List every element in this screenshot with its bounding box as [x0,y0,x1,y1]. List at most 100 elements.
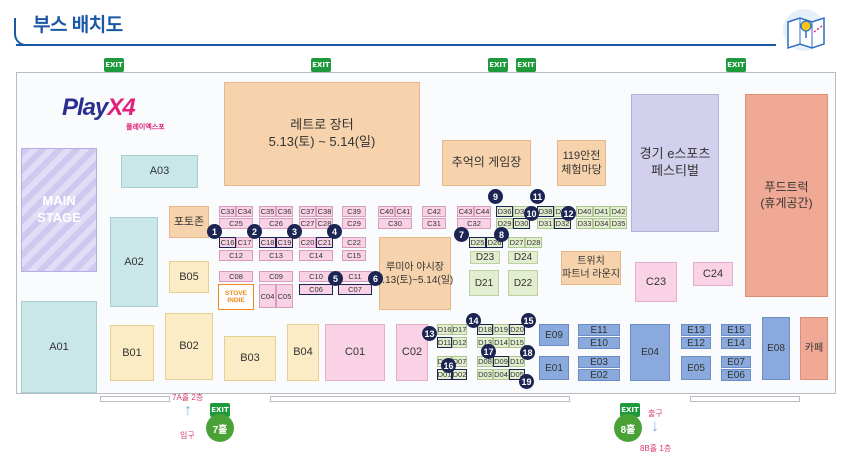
marker-6[interactable]: 6 [368,271,383,286]
booth-e09[interactable]: E09 [539,324,569,346]
booth-c34[interactable]: C34 [236,206,253,217]
booth-c19[interactable]: C19 [276,237,293,248]
marker-17[interactable]: 17 [481,344,496,359]
zone-twitch-lounge[interactable]: 트위치 파트너 라운지 [561,251,621,285]
booth-d27[interactable]: D27 [508,237,525,248]
marker-10[interactable]: 10 [524,206,539,221]
booth-c12[interactable]: C12 [219,250,253,261]
booth-d16[interactable]: D16 [437,324,452,335]
booth-c33[interactable]: C33 [219,206,236,217]
booth-a02[interactable]: A02 [110,217,158,307]
booth-e12[interactable]: E12 [681,337,711,349]
booth-b03[interactable]: B03 [224,336,276,381]
booth-d23[interactable]: D23 [470,251,500,264]
booth-c44[interactable]: C44 [474,206,491,217]
zone-retro-market[interactable]: 레트로 장터 5.13(토) ~ 5.14(일) [224,82,420,186]
booth-c15[interactable]: C15 [342,250,366,261]
booth-b01[interactable]: B01 [110,325,154,381]
booth-d30[interactable]: D30 [513,218,530,229]
booth-d34[interactable]: D34 [593,218,610,229]
booth-e08[interactable]: E08 [762,317,790,380]
marker-19[interactable]: 19 [519,374,534,389]
booth-e06[interactable]: E06 [721,369,751,381]
booth-c06[interactable]: C06 [299,284,333,295]
booth-c36[interactable]: C36 [276,206,293,217]
booth-c05[interactable]: C05 [276,284,293,308]
booth-e05[interactable]: E05 [681,356,711,380]
booth-d02[interactable]: D02 [452,369,467,380]
booth-e04[interactable]: E04 [630,324,670,381]
booth-c37[interactable]: C37 [299,206,316,217]
marker-18[interactable]: 18 [520,345,535,360]
main-stage[interactable]: MAIN STAGE [21,148,97,272]
booth-d14[interactable]: D14 [493,337,509,348]
booth-c29[interactable]: C29 [342,218,366,229]
zone-cafe[interactable]: 카페 [800,317,828,380]
booth-c04[interactable]: C04 [259,284,276,308]
booth-d33[interactable]: D33 [576,218,593,229]
booth-d04[interactable]: D04 [493,369,509,380]
marker-3[interactable]: 3 [287,224,302,239]
booth-c11[interactable]: C11 [338,271,372,282]
booth-b05[interactable]: B05 [169,261,209,293]
booth-c39[interactable]: C39 [342,206,366,217]
booth-c23[interactable]: C23 [635,262,677,302]
marker-7[interactable]: 7 [454,227,469,242]
booth-e15[interactable]: E15 [721,324,751,336]
booth-c27[interactable]: C27 [299,218,316,229]
booth-c35[interactable]: C35 [259,206,276,217]
booth-c20[interactable]: C20 [299,237,316,248]
booth-e03[interactable]: E03 [578,356,620,368]
booth-d09[interactable]: D09 [493,356,509,367]
booth-d24[interactable]: D24 [508,251,538,264]
booth-d40[interactable]: D40 [576,206,593,217]
marker-12[interactable]: 12 [561,206,576,221]
marker-4[interactable]: 4 [327,224,342,239]
booth-d25[interactable]: D25 [469,237,486,248]
marker-5[interactable]: 5 [328,271,343,286]
zone-memory-game[interactable]: 추억의 게임장 [442,140,531,186]
booth-b04[interactable]: B04 [287,324,319,381]
booth-e01[interactable]: E01 [539,356,569,380]
booth-d17[interactable]: D17 [452,324,467,335]
booth-c28[interactable]: C28 [316,218,333,229]
booth-c21[interactable]: C21 [316,237,333,248]
booth-d42[interactable]: D42 [610,206,627,217]
marker-9[interactable]: 9 [488,189,503,204]
booth-e11[interactable]: E11 [578,324,620,336]
booth-c41[interactable]: C41 [395,206,412,217]
booth-c22[interactable]: C22 [342,237,366,248]
booth-d03[interactable]: D03 [477,369,493,380]
booth-c07[interactable]: C07 [338,284,372,295]
booth-d38[interactable]: D38 [537,206,554,217]
booth-d28[interactable]: D28 [525,237,542,248]
booth-d18[interactable]: D18 [477,324,493,335]
booth-c18[interactable]: C18 [259,237,276,248]
booth-a01[interactable]: A01 [21,301,97,393]
booth-d36[interactable]: D36 [496,206,513,217]
booth-e10[interactable]: E10 [578,337,620,349]
marker-14[interactable]: 14 [466,313,481,328]
booth-c14[interactable]: C14 [299,250,333,261]
marker-15[interactable]: 15 [521,313,536,328]
booth-d22[interactable]: D22 [508,270,538,296]
marker-16[interactable]: 16 [441,358,456,373]
booth-d20[interactable]: D20 [509,324,525,335]
booth-c42[interactable]: C42 [422,206,446,217]
booth-c31[interactable]: C31 [422,218,446,229]
zone-night-market[interactable]: 루미아 야시장 5.13(토)~5.14(일) [377,237,453,310]
marker-13[interactable]: 13 [422,326,437,341]
booth-d21[interactable]: D21 [469,270,499,296]
booth-c16[interactable]: C16 [219,237,236,248]
booth-c40[interactable]: C40 [378,206,395,217]
booth-e13[interactable]: E13 [681,324,711,336]
booth-c32[interactable]: C32 [457,218,491,229]
zone-esports[interactable]: 경기 e스포츠 페스티벌 [631,94,719,232]
booth-c17[interactable]: C17 [236,237,253,248]
booth-d12[interactable]: D12 [452,337,467,348]
booth-c09[interactable]: C09 [259,271,293,282]
booth-d11[interactable]: D11 [437,337,452,348]
booth-c43[interactable]: C43 [457,206,474,217]
booth-c08[interactable]: C08 [219,271,253,282]
booth-d31[interactable]: D31 [537,218,554,229]
